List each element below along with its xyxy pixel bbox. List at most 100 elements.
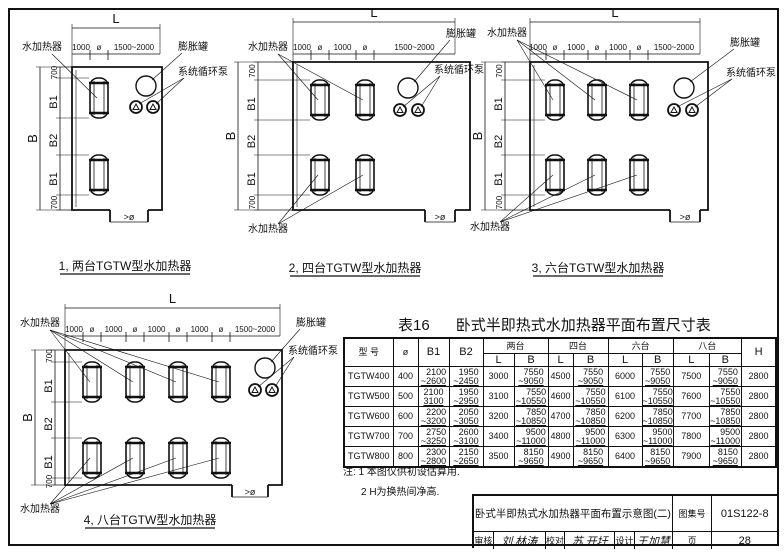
cell-model: TGTW500 [347, 391, 390, 401]
header-six: 六台 [607, 337, 674, 354]
review-label: 审核 [474, 532, 494, 549]
circulation-pump-icon [129, 100, 143, 114]
cell-bb4: ~9050 [577, 375, 604, 386]
pump-triangle [268, 385, 276, 393]
leader-line [499, 174, 596, 223]
expansion-tank-callout: 膨胀罐 [446, 27, 476, 40]
water-heater-icon [355, 154, 375, 196]
pump-callout: 系统循环泵 [434, 63, 484, 76]
subheader-b: B [572, 353, 609, 367]
cell-b1a: 2100 [423, 386, 444, 397]
water-heater-icon [629, 79, 649, 121]
cell-bb2: ~9050 [518, 375, 544, 386]
spacing-range-label: 1500~2000 [654, 43, 695, 52]
vertical-dimension-label: B2 [48, 134, 60, 147]
header-b2: B2 [448, 337, 484, 367]
water-heater-icon [211, 361, 231, 403]
water-heater-icon [545, 79, 565, 121]
expansion-tank-icon [673, 77, 695, 99]
cell-model: TGTW800 [347, 451, 390, 461]
leader-line [49, 457, 177, 505]
note-2: 2 H为换热间净高. [361, 487, 440, 498]
spacing-1000-label: 1000 [65, 325, 83, 334]
pump-triangle [132, 102, 140, 110]
spacing-range-label: 1500~2000 [235, 325, 276, 334]
water-heater-icon [89, 77, 109, 119]
leader-line [516, 39, 596, 101]
water-heater-icon [89, 154, 109, 196]
leader-line [413, 39, 451, 83]
expansion-tank-callout: 膨胀罐 [178, 40, 208, 53]
leader-line [277, 174, 364, 225]
cell-b1b: ~2800 [420, 455, 447, 466]
vertical-dimension-label: 700 [45, 474, 54, 488]
pump-triangle [396, 105, 404, 113]
cell-b2b: ~3050 [453, 415, 479, 426]
cell-ba8: 7550 [720, 386, 741, 397]
spacing-range-label: 1500~2000 [114, 43, 155, 52]
heater-callout: 水加热器 [248, 222, 288, 235]
leader-line [257, 356, 295, 388]
plan-caption: 2, 四台TGTW型水加热器 [289, 260, 422, 275]
vertical-dimension-label: 700 [50, 195, 59, 209]
cell-model: TGTW400 [347, 371, 390, 381]
cell-ba6: 8150 [650, 446, 671, 457]
design-label: 设计 [615, 532, 635, 549]
cell-b2b: ~2450 [453, 375, 479, 386]
leader-line [689, 48, 735, 83]
cell-phi: 400 [397, 371, 414, 381]
subheader-b: B [513, 353, 549, 367]
subheader-b: B [641, 353, 674, 367]
cell-l4: 4500 [550, 371, 571, 381]
spacing-1000-label: 1000 [334, 43, 352, 52]
vertical-dimension-label: B2 [246, 135, 258, 148]
diameter-label: ø [133, 325, 138, 334]
water-heater-icon [168, 361, 188, 403]
cell-b2b: ~3100 [453, 435, 479, 446]
spacing-range-label: 1500~2000 [394, 43, 435, 52]
header-eight: 八台 [672, 337, 742, 354]
heater-body [211, 437, 231, 479]
expansion-tank-icon [135, 75, 157, 97]
circulation-pump-icon [411, 103, 425, 117]
leader-line [51, 53, 98, 99]
cell-l8: 7600 [681, 391, 702, 401]
expansion-tank-callout: 膨胀罐 [730, 36, 760, 49]
heater-body [310, 79, 330, 121]
cell-model: TGTW600 [347, 411, 390, 421]
vertical-dimension-label: B1 [43, 455, 55, 468]
spacing-1000-label: 1000 [72, 43, 90, 52]
cell-ba8: 9500 [720, 426, 741, 437]
cell-phi: 700 [397, 431, 414, 441]
cell-b1a: 2300 [426, 446, 447, 457]
design-signature: 王加慧 [635, 532, 673, 549]
cell-ba6: 7550 [652, 386, 673, 397]
subheader-l: L [607, 353, 643, 367]
cell-h: 2800 [748, 371, 769, 381]
cell-bb4: ~11000 [575, 435, 606, 446]
diameter-label: ø [90, 325, 95, 334]
check-label: 校对 [546, 532, 566, 549]
cell-model: TGTW700 [347, 431, 390, 441]
vertical-dimension-label: B1 [493, 172, 505, 185]
B-label: B [223, 132, 238, 141]
heater-body [629, 154, 649, 196]
cell-b2a: 1950 [458, 386, 479, 397]
cell-bb2: ~10850 [515, 415, 547, 426]
door-width-label: >ø [245, 487, 256, 497]
cell-h: 2800 [748, 451, 769, 461]
expansion-tank-icon [397, 77, 419, 99]
cell-bb8: ~10550 [710, 395, 741, 406]
expansion-tank-icon [254, 357, 276, 379]
spacing-1000-label: 1000 [293, 43, 311, 52]
leader-line [49, 329, 91, 383]
heater-body [168, 361, 188, 403]
leader-line [277, 53, 364, 101]
drawing-frame [8, 8, 779, 546]
cell-bb6: ~11000 [642, 435, 673, 446]
